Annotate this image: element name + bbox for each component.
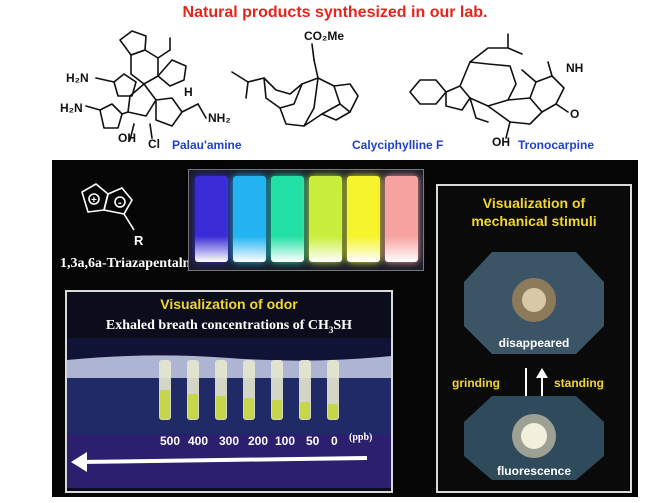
odor-panel-subtitle: Exhaled breath concentrations of CH3SH: [105, 318, 353, 335]
chemical-structures: H₂N H₂N NH₂ OH Cl H CO₂Me NH O OH: [60, 29, 583, 151]
fluorescent-vials: [188, 169, 424, 271]
palauamine-structure: [85, 30, 207, 141]
atom-label-o: O: [570, 107, 579, 121]
concentration-unit: (ppb): [349, 432, 373, 443]
concentration-label: 500: [160, 434, 181, 448]
concentration-label: 100: [275, 434, 296, 448]
atom-label-oh: OH: [118, 131, 136, 145]
atom-label-cl: Cl: [148, 137, 160, 151]
state-disappeared: disappeared: [498, 336, 570, 350]
compound-label: Calyciphylline F: [352, 138, 444, 152]
vial: [233, 176, 266, 262]
vial: [385, 176, 418, 262]
state-fluorescence: fluorescence: [496, 464, 572, 478]
triazapentalene-structure: + - R: [81, 183, 144, 248]
concentration-label: 50: [306, 434, 320, 448]
atom-label-h2n: H₂N: [60, 101, 83, 115]
odor-panel: Visualization of odor Exhaled breath con…: [65, 290, 393, 493]
compound-label: Tronocarpine: [518, 138, 595, 152]
triazapentalene-name: 1,3a,6a-Triazapentalne: [60, 256, 197, 271]
calyciphylline-structure: [231, 43, 359, 127]
compound-label: Palau'amine: [172, 138, 242, 152]
substituent-r: R: [134, 233, 144, 248]
mechanical-panel-title: Visualization of mechanical stimuli: [471, 195, 597, 229]
concentration-label: 300: [219, 434, 240, 448]
atom-label-oh: OH: [492, 135, 510, 149]
vial: [347, 176, 380, 262]
action-grinding: grinding: [452, 376, 500, 390]
atom-label-h2n: H₂N: [66, 71, 89, 85]
vial: [309, 176, 342, 262]
action-standing: standing: [554, 376, 604, 390]
headline: Natural products synthesized in our lab.: [182, 4, 488, 21]
vial: [195, 176, 228, 262]
atom-label-h: H: [184, 85, 193, 99]
tronocarpine-structure: [409, 33, 569, 139]
vial: [271, 176, 304, 262]
sample-photo-disappeared: [464, 252, 604, 354]
atom-label-co2me: CO₂Me: [304, 29, 344, 43]
charge-plus: +: [91, 195, 97, 206]
atom-label-nh: NH: [566, 61, 583, 75]
atom-label-nh2: NH₂: [208, 111, 231, 125]
charge-minus: -: [118, 197, 122, 209]
odor-panel-title: Visualization of odor: [160, 296, 298, 312]
concentration-label: 0: [331, 434, 338, 448]
mechanical-panel: Visualization of mechanical stimuli disa…: [436, 184, 632, 493]
sample-photo-fluorescence: [464, 396, 604, 480]
odor-photo: [67, 338, 391, 488]
concentration-label: 200: [248, 434, 269, 448]
concentration-label: 400: [188, 434, 209, 448]
